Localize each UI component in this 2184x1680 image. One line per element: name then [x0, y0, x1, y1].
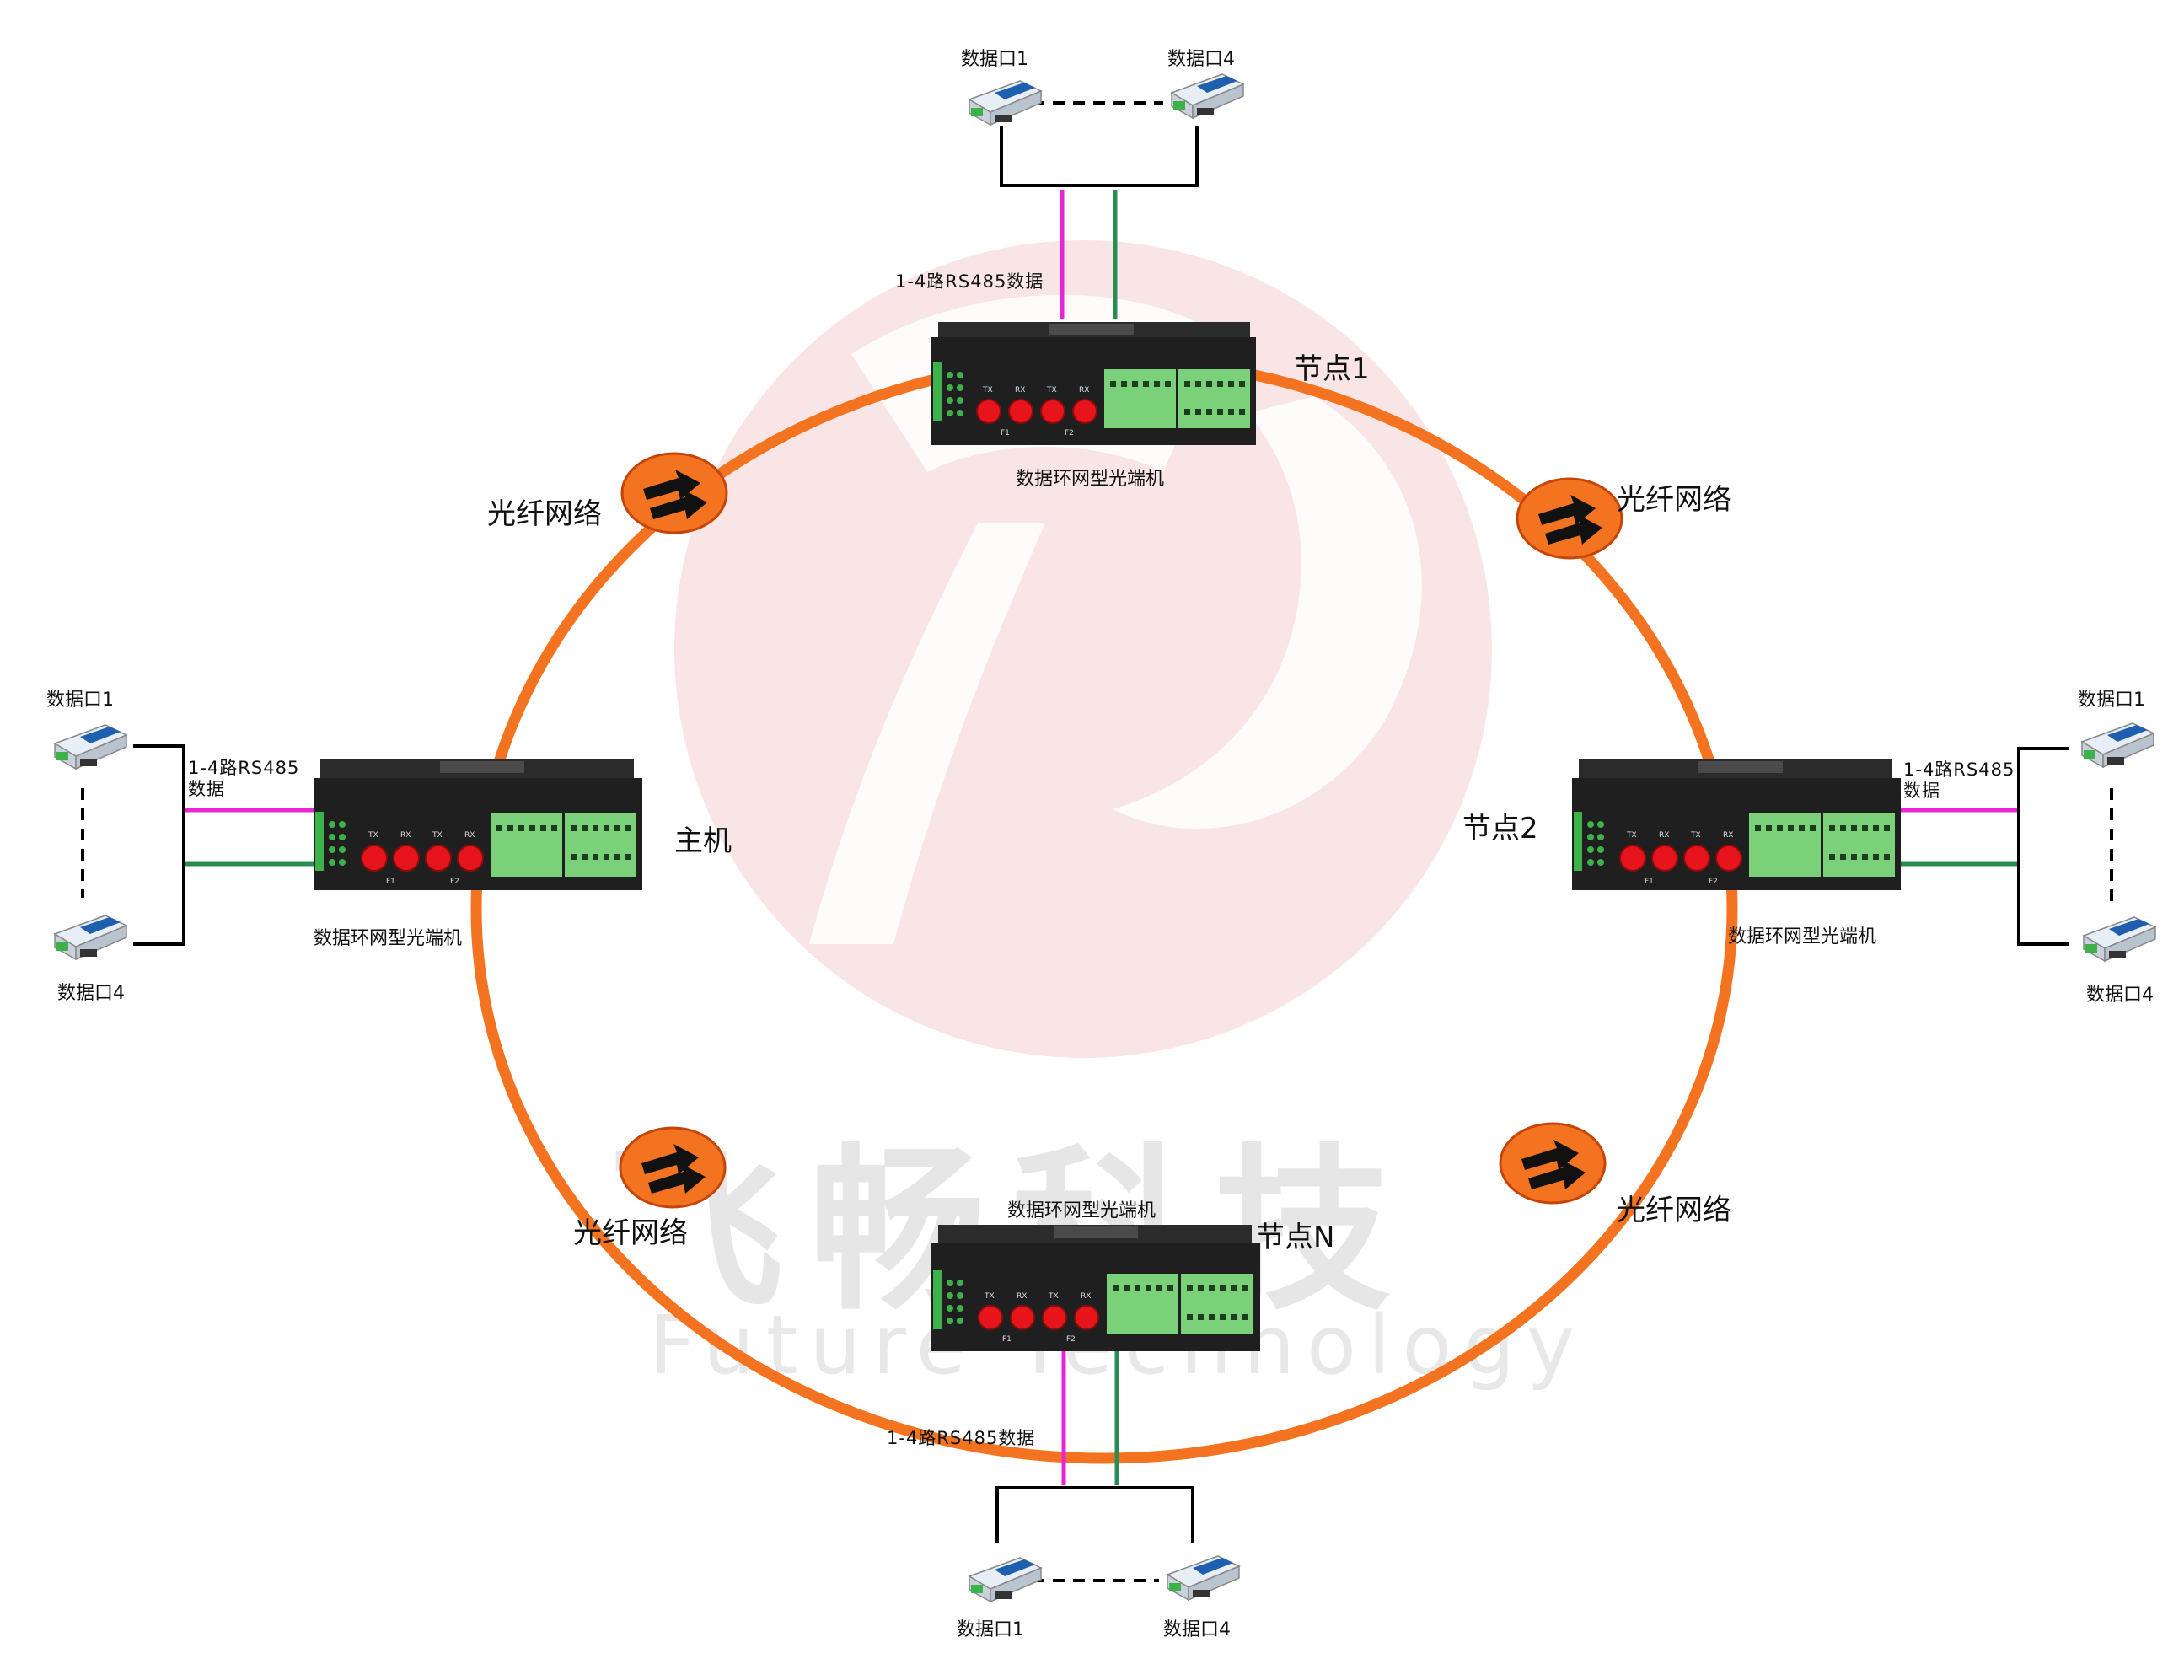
svg-text:TX: TX: [984, 1292, 995, 1301]
svg-text:F1: F1: [1645, 878, 1654, 886]
device-bottom: TX RX TX RX F1 F2: [931, 1218, 1260, 1353]
svg-text:RX: RX: [1017, 1292, 1027, 1301]
link-label-left-line1: 1-4路RS485: [188, 758, 300, 778]
svg-text:RX: RX: [1659, 831, 1669, 840]
rs485-converter-icon: [2082, 916, 2157, 963]
svg-text:RX: RX: [1015, 386, 1025, 395]
svg-text:RX: RX: [464, 831, 475, 840]
svg-text:TX: TX: [1626, 831, 1637, 840]
optical-transceiver-icon: TX RX TX RX F1 F2: [314, 759, 642, 890]
svg-text:F2: F2: [1709, 878, 1718, 886]
svg-text:F2: F2: [450, 878, 459, 886]
svg-text:F1: F1: [386, 878, 395, 886]
optical-transceiver-icon: TX RX TX RX F1 F2: [1572, 759, 1901, 890]
port-label-left-last: 数据口4: [57, 983, 125, 1004]
svg-text:TX: TX: [368, 831, 378, 840]
rs485-converter-icon: [1170, 73, 1245, 120]
rs485-converter-icon: [2080, 722, 2155, 769]
optical-transceiver-icon: TX RX TX RX F1 F2: [931, 322, 1256, 445]
port-label-top-first: 数据口1: [961, 49, 1028, 70]
node-label-right: 节点2: [1462, 812, 1538, 845]
fiber-badge-icon: [619, 1126, 727, 1209]
rs485-converter-icon: [968, 1557, 1043, 1603]
link-label-top: 1-4路RS485数据: [895, 271, 1044, 292]
port-label-right-first: 数据口1: [2078, 690, 2145, 711]
node-label-left: 主机: [674, 824, 732, 858]
port-label-left-first: 数据口1: [46, 690, 114, 711]
svg-text:TX: TX: [1046, 386, 1057, 395]
port-label-bottom-first: 数据口1: [957, 1619, 1024, 1640]
device-top: TX RX TX RX F1 F2: [931, 312, 1256, 447]
device-caption-bottom: 数据环网型光端机: [1007, 1200, 1156, 1221]
port-label-right-last: 数据口4: [2086, 985, 2154, 1006]
ring-label-bottom-left: 光纤网络: [573, 1216, 688, 1250]
optical-transceiver-icon: TX RX TX RX F1 F2: [931, 1225, 1260, 1351]
svg-text:RX: RX: [1079, 386, 1089, 395]
rs485-converter-icon: [1166, 1555, 1241, 1602]
port-label-top-last: 数据口4: [1167, 49, 1235, 70]
svg-text:F2: F2: [1066, 1335, 1076, 1344]
device-caption-left: 数据环网型光端机: [314, 928, 463, 949]
ring-label-bottom-right: 光纤网络: [1617, 1194, 1731, 1227]
node-label-bottom: 节点N: [1256, 1221, 1335, 1254]
fiber-badge-icon: [1499, 1122, 1607, 1205]
node-label-top: 节点1: [1294, 352, 1370, 386]
svg-text:RX: RX: [400, 831, 411, 840]
svg-text:RX: RX: [1081, 1292, 1091, 1301]
link-label-left-line2: 数据: [188, 779, 225, 799]
device-caption-top: 数据环网型光端机: [1016, 469, 1165, 490]
link-label-right-line1: 1-4路RS485: [1903, 759, 2015, 780]
svg-text:F1: F1: [1002, 1335, 1012, 1344]
device-right: TX RX TX RX F1 F2: [1572, 753, 1901, 892]
rs485-converter-icon: [53, 915, 128, 961]
ring-label-top-right: 光纤网络: [1617, 483, 1731, 517]
link-label-bottom: 1-4路RS485数据: [887, 1428, 1036, 1448]
svg-text:TX: TX: [982, 386, 993, 395]
fiber-badge-icon: [1516, 477, 1623, 560]
ring-label-top-left: 光纤网络: [487, 497, 602, 531]
svg-text:TX: TX: [432, 831, 443, 840]
svg-text:TX: TX: [1690, 831, 1701, 840]
rs485-converter-icon: [968, 80, 1043, 126]
device-left: TX RX TX RX F1 F2: [314, 753, 642, 892]
device-caption-right: 数据环网型光端机: [1728, 926, 1877, 947]
fiber-badge-icon: [620, 452, 728, 534]
link-label-right-line2: 数据: [1903, 781, 1940, 801]
rs485-converter-icon: [53, 724, 128, 770]
svg-text:RX: RX: [1723, 831, 1733, 840]
svg-text:TX: TX: [1048, 1292, 1059, 1301]
port-label-bottom-last: 数据口4: [1163, 1619, 1231, 1640]
svg-text:F2: F2: [1065, 429, 1074, 437]
svg-text:F1: F1: [1001, 429, 1010, 437]
